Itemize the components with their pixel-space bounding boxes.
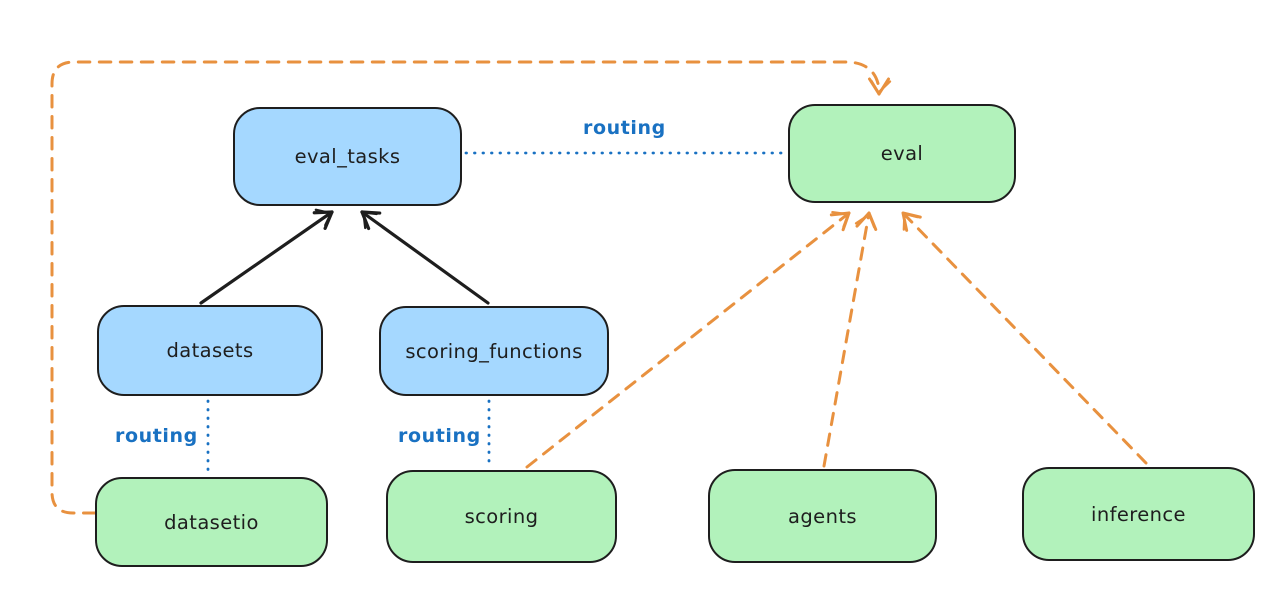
node-scoring-label: scoring: [464, 505, 539, 528]
node-datasetio: datasetio: [95, 477, 328, 567]
node-scoring-functions-label: scoring_functions: [405, 339, 583, 363]
node-eval-tasks: eval_tasks: [233, 107, 462, 206]
node-datasets-label: datasets: [166, 339, 254, 362]
node-eval-label: eval: [880, 142, 924, 165]
edge-label-routing-datasetio: routing: [115, 425, 198, 447]
node-inference: inference: [1022, 467, 1255, 561]
edge-agents-to-eval: [822, 211, 878, 468]
node-datasets: datasets: [97, 305, 323, 396]
node-datasetio-label: datasetio: [164, 510, 259, 534]
node-scoring-functions: scoring_functions: [379, 306, 609, 396]
edge-scoring-functions-to-eval-tasks: [360, 210, 490, 305]
edge-label-routing-scoring: routing: [398, 425, 481, 447]
edge-label-routing-eval: routing: [583, 117, 666, 139]
node-agents: agents: [708, 469, 937, 563]
node-inference-label: inference: [1091, 502, 1186, 526]
edge-inference-to-eval: [901, 211, 1148, 465]
node-scoring: scoring: [386, 470, 617, 563]
edge-datasets-to-eval-tasks: [199, 208, 334, 305]
node-eval-tasks-label: eval_tasks: [294, 145, 401, 168]
node-agents-label: agents: [788, 504, 857, 528]
node-eval: eval: [788, 104, 1016, 203]
